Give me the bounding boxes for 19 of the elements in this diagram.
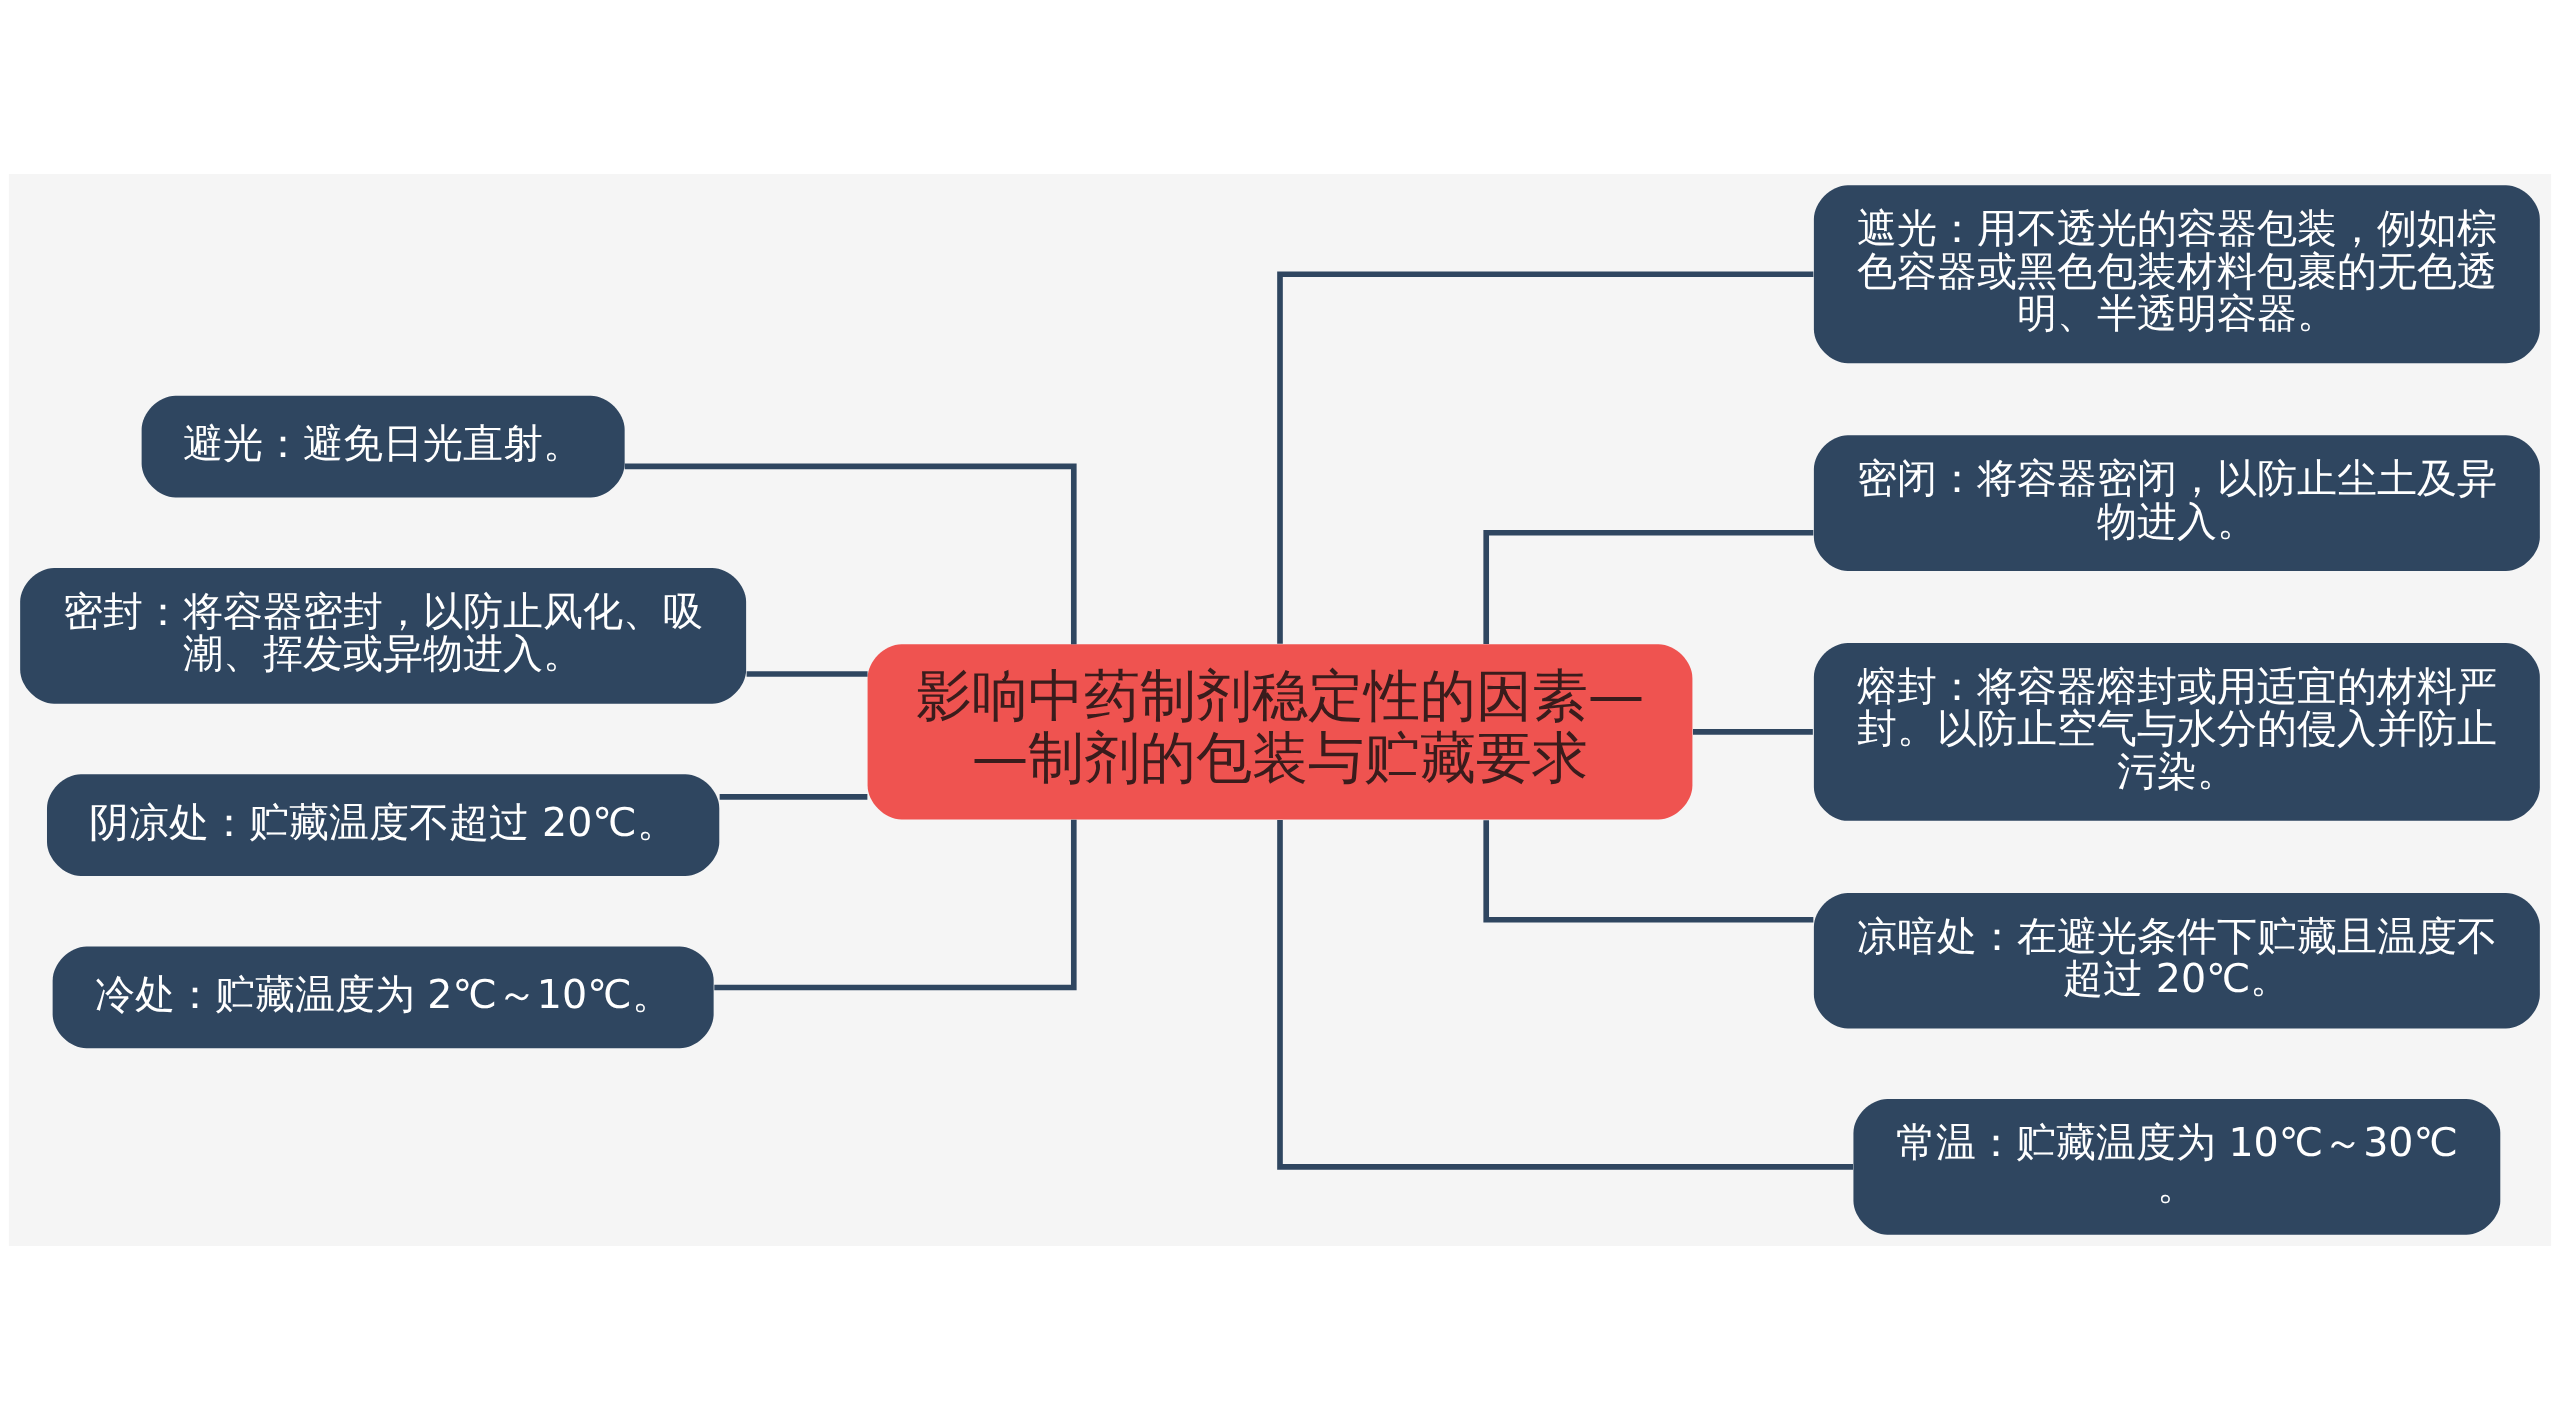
- connector: [1483, 819, 1814, 923]
- node-box: 常温：贮藏温度为 10℃～30℃。: [1853, 1098, 2501, 1235]
- connector: [1483, 529, 1814, 644]
- connector: [1277, 270, 1814, 644]
- node-box: 密闭：将容器密闭，以防止尘土及异物进入。: [1813, 434, 2540, 571]
- node-box: 遮光：用不透光的容器包装，例如棕色容器或黑色包装材料包裹的无色透明、半透明容器。: [1813, 184, 2540, 363]
- connector: [624, 463, 1077, 644]
- connector: [719, 793, 868, 800]
- node-box: 熔封：将容器熔封或用适宜的材料严封。以防止空气与水分的侵入并防止污染。: [1813, 642, 2540, 821]
- node-box: 影响中药制剂稳定性的因素——制剂的包装与贮藏要求: [867, 643, 1693, 819]
- node-box: 凉暗处：在避光条件下贮藏且温度不超过 20℃。: [1813, 892, 2540, 1028]
- connector: [1693, 728, 1813, 735]
- node-box: 冷处：贮藏温度为 2℃～10℃。: [52, 946, 714, 1048]
- node-box: 密封：将容器密封，以防止风化、吸潮、挥发或异物进入。: [20, 567, 747, 704]
- connector: [1277, 819, 1854, 1170]
- node-box: 避光：避免日光直射。: [141, 395, 625, 497]
- connector: [714, 819, 1077, 990]
- node-box: 阴凉处：贮藏温度不超过 20℃。: [47, 773, 720, 876]
- connector: [746, 670, 868, 677]
